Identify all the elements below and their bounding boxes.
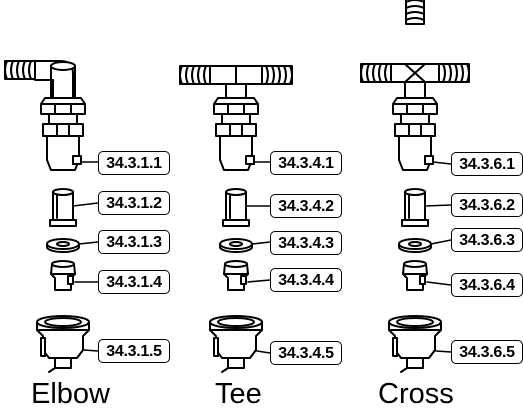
leader-lines — [72, 161, 452, 354]
part-label: 34.3.4.3 — [270, 231, 342, 255]
part-label: 34.3.6.5 — [451, 340, 523, 364]
part-label: 34.3.4.5 — [270, 341, 342, 365]
part-label: 34.3.1.5 — [98, 339, 170, 363]
part-label: 34.3.4.2 — [270, 194, 342, 218]
part-label: 34.3.4.4 — [270, 268, 342, 292]
part-label: 34.3.6.2 — [451, 193, 523, 217]
part-label: 34.3.1.3 — [98, 230, 170, 254]
caption-tee: Tee — [215, 378, 262, 410]
part-label: 34.3.1.1 — [98, 151, 170, 175]
part-label: 34.3.6.4 — [451, 273, 523, 297]
part-label: 34.3.6.3 — [451, 228, 523, 252]
caption-elbow: Elbow — [31, 378, 110, 410]
part-label: 34.3.1.2 — [98, 191, 170, 215]
part-label: 34.3.4.1 — [270, 151, 342, 175]
caption-cross: Cross — [378, 378, 454, 410]
part-label: 34.3.1.4 — [98, 270, 170, 294]
cross-assembly — [360, 0, 470, 373]
elbow-assembly — [4, 60, 90, 373]
tee-assembly — [179, 65, 293, 373]
part-label: 34.3.6.1 — [451, 152, 523, 176]
